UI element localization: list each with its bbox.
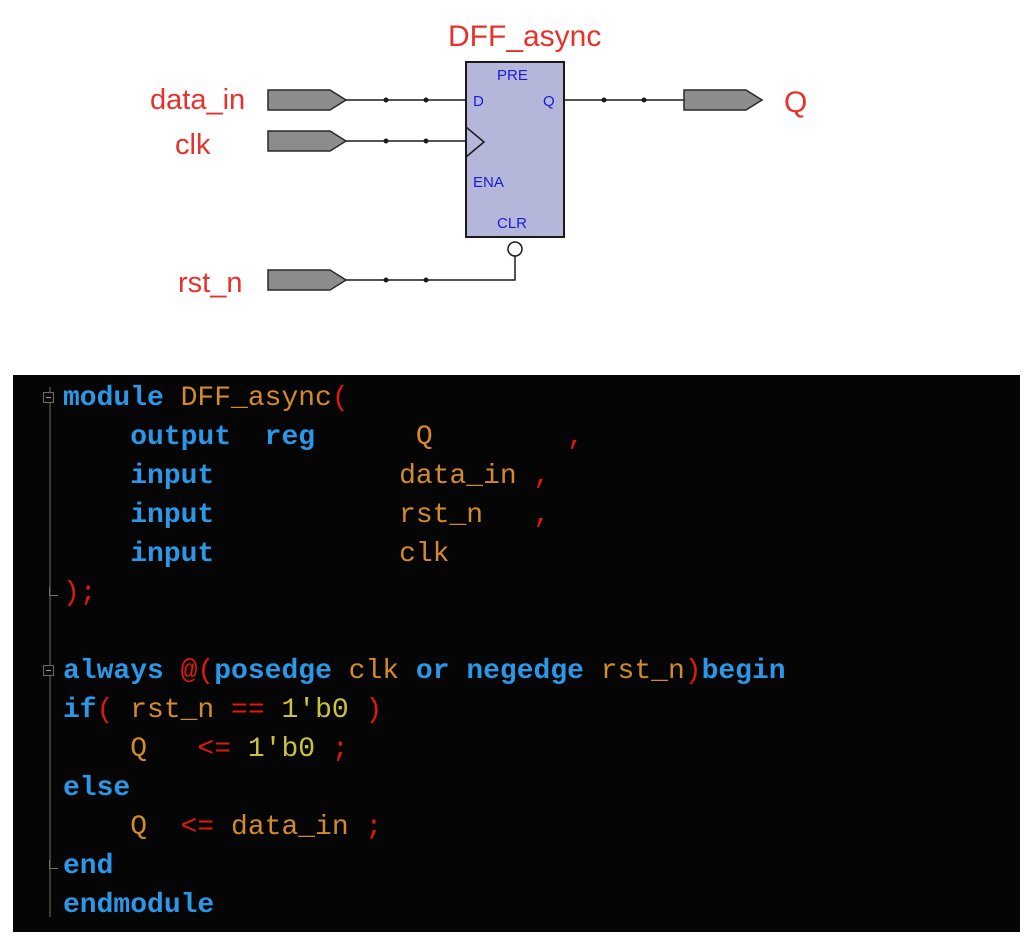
dff-schematic: DFF_async PRE D Q ENA CLR data_in clk rs…: [150, 20, 807, 299]
code-line: if( rst_n == 1'b0 ): [63, 691, 382, 730]
code-line: );: [63, 574, 97, 613]
q-wire-node: [641, 97, 647, 103]
pin-ena-label: ENA: [473, 174, 504, 191]
pin-q-label: Q: [543, 93, 555, 110]
code-token: input: [63, 461, 215, 492]
code-token: rst_n: [583, 656, 685, 687]
code-token: ): [348, 695, 383, 726]
code-token: @(: [163, 656, 215, 687]
code-token: ;: [348, 812, 383, 843]
rst-n-port-icon: [267, 269, 348, 291]
clk-wire-node: [423, 138, 429, 144]
pin-pre-label: PRE: [497, 67, 528, 84]
code-token: else: [63, 773, 131, 804]
code-token: data_in: [214, 812, 349, 843]
code-token: always: [63, 656, 164, 687]
code-line: module DFF_async(: [63, 379, 349, 418]
code-token: clk: [214, 539, 450, 570]
fold-toggle-module-icon[interactable]: [43, 392, 54, 403]
code-token: or: [399, 656, 450, 687]
signal-data-in-label: data_in: [150, 84, 245, 116]
code-token: ,: [432, 422, 584, 453]
code-token: if: [63, 695, 97, 726]
code-token: ,: [483, 500, 551, 531]
code-line: input rst_n ,: [63, 496, 550, 535]
code-token: 1'b0: [231, 734, 316, 765]
clk-port-icon: [267, 130, 348, 152]
code-token: clk: [331, 656, 400, 687]
code-line: input clk: [63, 535, 449, 574]
code-token: ;: [315, 734, 349, 765]
code-token: rst_n: [130, 695, 215, 726]
code-line: else: [63, 769, 130, 808]
code-token: Q: [63, 812, 148, 843]
code-token: );: [63, 578, 97, 609]
code-token: module: [63, 383, 164, 414]
code-token: ): [684, 656, 702, 687]
code-token: input: [63, 500, 215, 531]
code-token: Q: [63, 734, 148, 765]
clock-triangle-icon: [465, 126, 486, 158]
code-token: DFF_async: [163, 383, 332, 414]
code-line: endmodule: [63, 886, 214, 925]
code-token: ==: [214, 695, 265, 726]
data-in-wire-node: [383, 97, 389, 103]
code-token: output: [63, 422, 232, 453]
code-line: output reg Q ,: [63, 418, 584, 457]
code-token: Q: [315, 422, 433, 453]
signal-clk-label: clk: [175, 129, 211, 161]
code-token: reg: [231, 422, 316, 453]
dff-block: [465, 61, 565, 238]
data-in-port-icon: [267, 89, 348, 111]
code-token: negedge: [449, 656, 584, 687]
code-line: input data_in ,: [63, 457, 550, 496]
pin-d-label: D: [473, 93, 484, 110]
fold-end-module-icon: [49, 587, 58, 596]
code-editor: module DFF_async( output reg Q , input d…: [13, 375, 1020, 932]
rst-n-wire-node: [383, 277, 389, 283]
code-line: always @(posedge clk or negedge rst_n)be…: [63, 652, 786, 691]
code-token: endmodule: [63, 890, 215, 921]
code-token: rst_n: [214, 500, 484, 531]
fold-gutter-line: [49, 387, 51, 917]
q-port-icon: [683, 89, 764, 111]
code-token: (: [331, 383, 349, 414]
code-line: end: [63, 847, 113, 886]
fold-end-always-icon: [49, 860, 58, 869]
code-token: begin: [701, 656, 786, 687]
q-wire-node: [601, 97, 607, 103]
clr-inversion-bubble: [507, 241, 523, 257]
pin-clr-label: CLR: [497, 215, 527, 232]
rst-n-wire-node: [423, 277, 429, 283]
code-line: Q <= data_in ;: [63, 808, 382, 847]
signal-rst-n-label: rst_n: [178, 267, 242, 299]
rst-n-wire: [346, 256, 516, 281]
code-token: input: [63, 539, 215, 570]
code-token: ,: [516, 461, 551, 492]
code-token: posedge: [214, 656, 332, 687]
module-title: DFF_async: [448, 20, 601, 53]
code-line: Q <= 1'b0 ;: [63, 730, 349, 769]
code-token: 1'b0: [264, 695, 349, 726]
code-token: data_in: [214, 461, 517, 492]
code-token: <=: [147, 734, 232, 765]
fold-toggle-always-icon[interactable]: [43, 665, 54, 676]
clk-wire-node: [383, 138, 389, 144]
code-token: end: [63, 851, 114, 882]
signal-q-label: Q: [784, 86, 807, 119]
code-token: (: [96, 695, 131, 726]
code-token: <=: [147, 812, 215, 843]
data-in-wire-node: [423, 97, 429, 103]
